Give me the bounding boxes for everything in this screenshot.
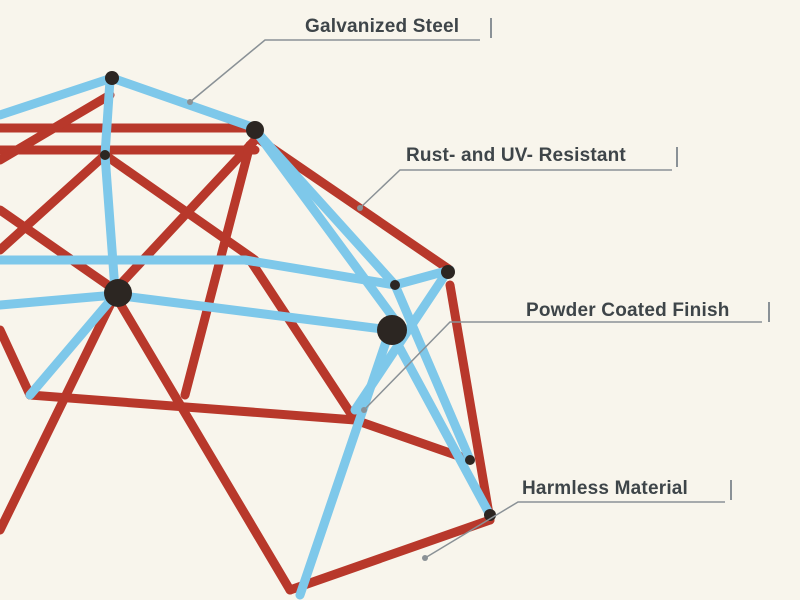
red-bars [0,90,495,595]
hub-top [105,71,119,85]
hub-upper-right [246,121,264,139]
hub-lower [484,509,496,521]
hub-mid-right [390,280,400,290]
callout-lines [189,39,762,559]
callout-galvanized-steel: Galvanized Steel [305,16,460,37]
hub-far-right [441,265,455,279]
callout-line-harmless [424,501,725,559]
callout-bracket-powder [768,302,770,322]
callout-bracket-galvanized [490,18,492,38]
callout-harmless-material: Harmless Material [522,478,689,499]
callout-bracket-harmless [730,480,732,500]
hub-center [104,279,132,307]
hub-right [377,315,407,345]
callout-line-rust [359,169,672,209]
callout-line-galvanized [189,39,480,103]
callout-bracket-rust [676,147,678,167]
hub-mid [100,150,110,160]
connector-hubs [100,71,496,521]
callout-rust-uv-resistant: Rust- and UV- Resistant [406,145,626,166]
callout-powder-coated-finish: Powder Coated Finish [526,300,730,321]
blue-bars [0,73,495,600]
hub-lower-mid [465,455,475,465]
callout-line-powder [363,321,762,411]
callout-dots [187,99,428,561]
